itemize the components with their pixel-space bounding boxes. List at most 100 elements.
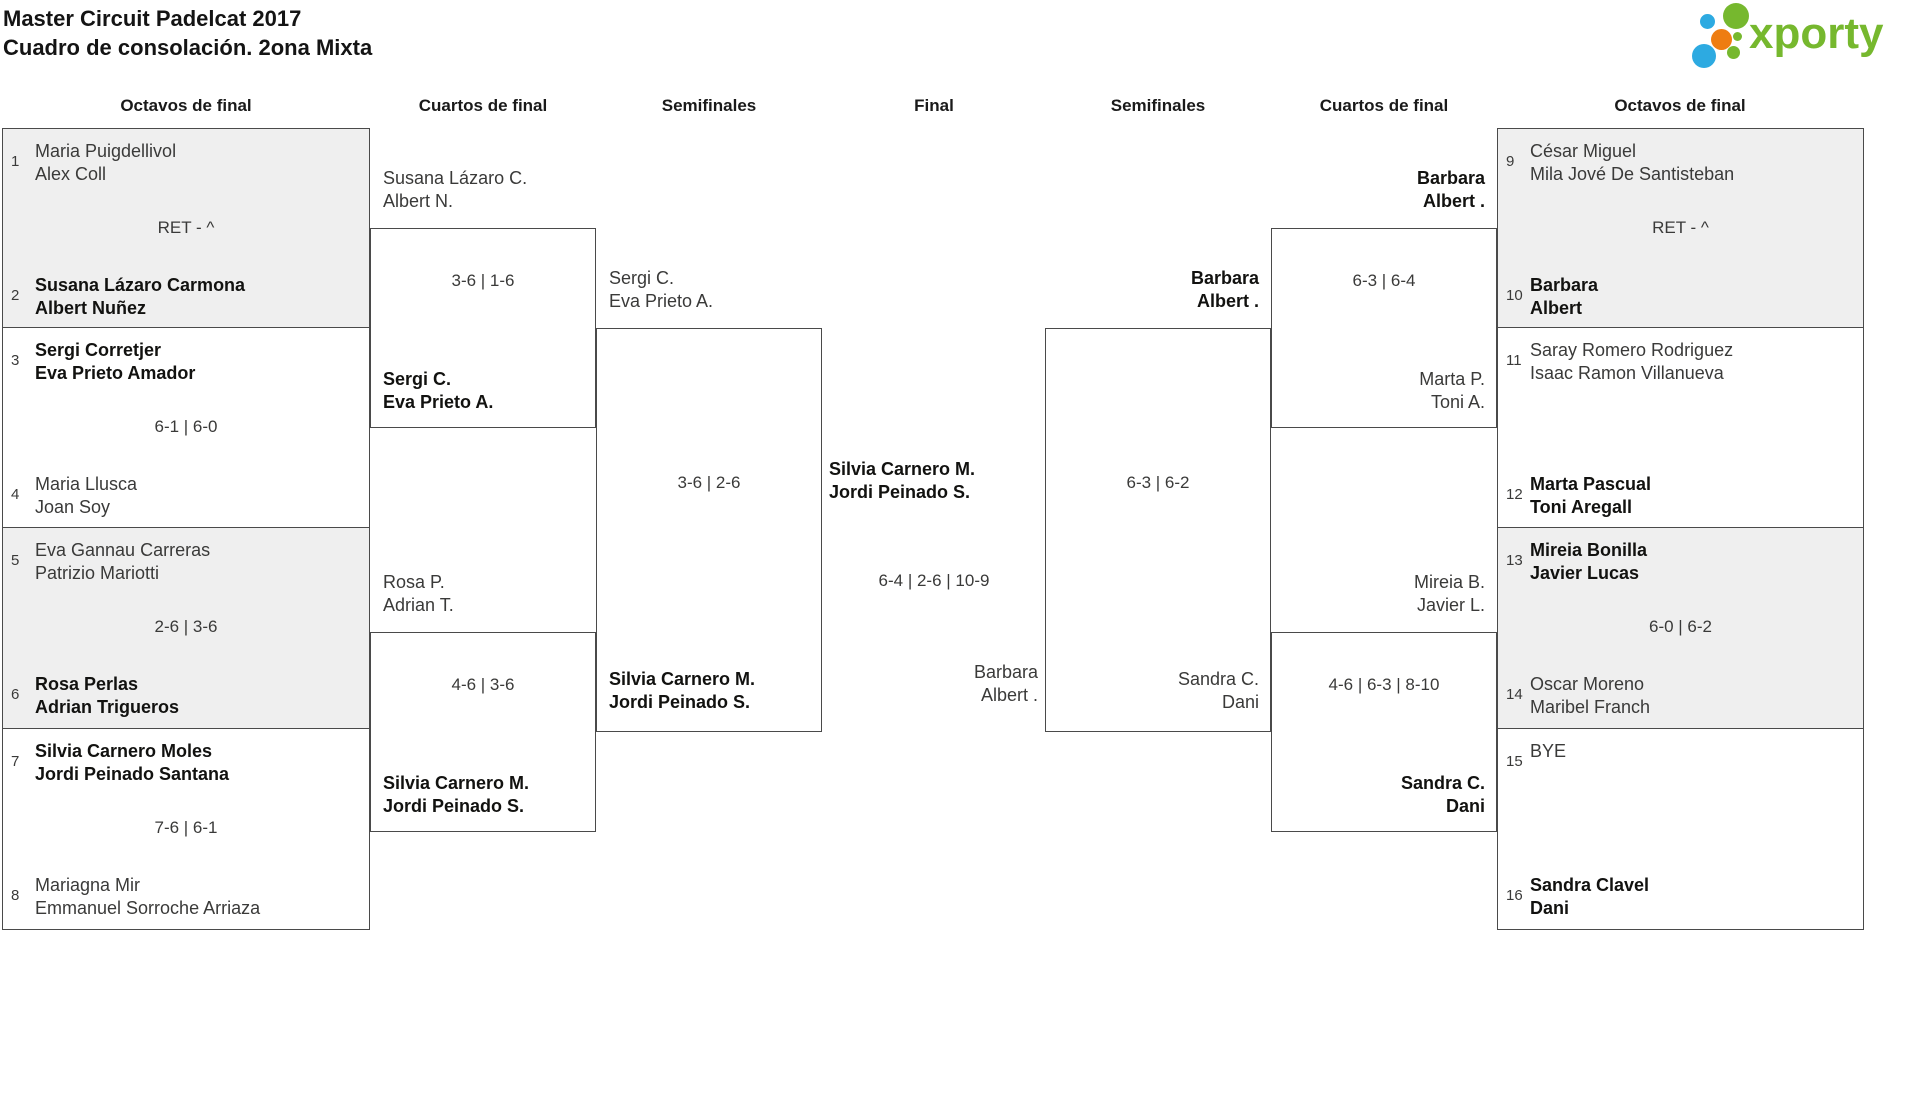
player-name: Joan Soy [35, 497, 111, 517]
player-name: Emmanuel Sorroche Arriaza [35, 898, 261, 918]
player-name: Jordi Peinado Santana [35, 764, 230, 784]
logo-dot-icon [1727, 46, 1740, 59]
team-pair: Sandra C. Dani [1401, 772, 1485, 818]
match-box-r16-right-3: 13 Mireia Bonilla Javier Lucas 6-0 | 6-2… [1497, 527, 1864, 729]
player-name: Toni A. [1430, 392, 1485, 412]
player-name: Marta Pascual [1530, 474, 1652, 494]
team-pair: Sandra C. Dani [1178, 668, 1259, 714]
team-pair: Sandra Clavel Dani [1530, 874, 1649, 920]
team-pair: Sergi C. Eva Prieto A. [383, 368, 493, 414]
player-name: Maria Llusca [35, 474, 138, 494]
team-pair: Marta P. Toni A. [1419, 368, 1485, 414]
match-box-r16-left-2: 3 Sergi Corretjer Eva Prieto Amador 6-1 … [2, 327, 370, 528]
seed-number: 5 [11, 552, 20, 569]
player-name: Barbara [1416, 168, 1485, 188]
match-box-r16-right-2: 11 Saray Romero Rodriguez Isaac Ramon Vi… [1497, 327, 1864, 528]
player-name: Maria Puigdellivol [35, 141, 177, 161]
logo-dot-icon [1733, 32, 1742, 41]
seed-number: 13 [1506, 552, 1523, 569]
match-score: 6-1 | 6-0 [154, 417, 218, 436]
team-pair: César Miguel Mila Jové De Santisteban [1530, 140, 1734, 186]
player-name: Eva Prieto Amador [35, 363, 196, 383]
player-name: Silvia Carnero M. [383, 773, 530, 793]
team-pair: Eva Gannau Carreras Patrizio Mariotti [35, 539, 210, 585]
player-name: Silvia Carnero Moles [35, 741, 213, 761]
player-name: Sergi Corretjer [35, 340, 162, 360]
player-name: Eva Prieto A. [383, 392, 494, 412]
team-pair: Sergi C. Eva Prieto A. [609, 267, 713, 313]
player-name: Susana Lázaro Carmona [35, 275, 246, 295]
match-score: 4-6 | 6-3 | 8-10 [1328, 675, 1440, 694]
match-score: 7-6 | 6-1 [154, 818, 218, 837]
match-box-r16-right-1: 9 César Miguel Mila Jové De Santisteban … [1497, 128, 1864, 328]
player-name: Saray Romero Rodriguez [1530, 340, 1734, 360]
team-pair: Susana Lázaro C. Albert N. [383, 167, 527, 213]
team-pair: Saray Romero Rodriguez Isaac Ramon Villa… [1530, 339, 1733, 385]
round-header-r16-right: Octavos de final [1614, 96, 1746, 115]
player-name: Jordi Peinado S. [609, 692, 751, 712]
player-name: Sergi C. [383, 369, 452, 389]
player-name: Albert . [1196, 291, 1259, 311]
round-header-sf-left: Semifinales [661, 96, 757, 115]
match-score: 6-3 | 6-4 [1352, 271, 1416, 290]
player-name: Jordi Peinado S. [829, 482, 971, 502]
match-score: RET - ^ [157, 218, 215, 237]
match-score: 2-6 | 3-6 [154, 617, 218, 636]
player-name: Adrian Trigueros [35, 697, 180, 717]
match-box-qf-right-1: Barbara Albert . 6-3 | 6-4 Marta P. Toni… [1271, 168, 1497, 428]
team-pair: Maria Puigdellivol Alex Coll [35, 140, 176, 186]
bracket-subtitle: Cuadro de consolación. 2ona Mixta [3, 35, 373, 60]
player-name: Barbara [1190, 268, 1259, 288]
player-name: Silvia Carnero M. [609, 669, 756, 689]
seed-number: 8 [11, 887, 20, 904]
final-winner-team: Silvia Carnero M. Jordi Peinado S. [829, 458, 975, 504]
seed-number: 9 [1506, 153, 1515, 170]
player-name: Albert [1530, 298, 1583, 318]
seed-number: 6 [11, 686, 20, 703]
seed-number: 11 [1506, 352, 1522, 369]
logo-dot-icon [1700, 14, 1715, 29]
logo-dot-icon [1711, 29, 1732, 50]
seed-number: 12 [1506, 486, 1523, 503]
player-name: Oscar Moreno [1530, 674, 1645, 694]
player-name: Sandra C. [1400, 773, 1485, 793]
player-name: Sergi C. [609, 268, 675, 288]
player-name: Mila Jové De Santisteban [1530, 164, 1735, 184]
logo-wordmark: xporty [1749, 9, 1884, 58]
match-score: 6-0 | 6-2 [1648, 617, 1712, 636]
player-name: Albert Nuñez [35, 298, 147, 318]
seed-number: 7 [11, 753, 20, 770]
seed-number: 2 [11, 287, 20, 304]
team-pair: Silvia Carnero M. Jordi Peinado S. [609, 668, 755, 714]
seed-number: 4 [11, 486, 20, 503]
player-name: Albert N. [383, 191, 454, 211]
team-pair: Sergi Corretjer Eva Prieto Amador [35, 339, 195, 385]
team-pair: Rosa Perlas Adrian Trigueros [35, 673, 179, 719]
player-name: Dani [1530, 898, 1570, 918]
final-runnerup-team: Barbara Albert . [822, 661, 1038, 707]
player-name: Marta P. [1419, 369, 1485, 389]
logo-dot-icon [1692, 44, 1716, 68]
match-score: 3-6 | 1-6 [451, 271, 515, 290]
player-name: Javier L. [1416, 595, 1485, 615]
player-name: Dani [1221, 692, 1259, 712]
player-name: Isaac Ramon Villanueva [1530, 363, 1724, 383]
player-name: Sandra C. [1177, 669, 1259, 689]
final-score: 6-4 | 2-6 | 10-9 [878, 571, 990, 590]
xporty-logo[interactable]: xporty [1685, 0, 1920, 70]
match-score: RET - ^ [1652, 218, 1709, 237]
team-pair: Susana Lázaro Carmona Albert Nuñez [35, 274, 245, 320]
team-pair: Oscar Moreno Maribel Franch [1530, 673, 1650, 719]
seed-number: 14 [1506, 686, 1523, 703]
player-name: Adrian T. [383, 595, 454, 615]
round-header-r16-left: Octavos de final [120, 96, 252, 115]
match-score: 6-3 | 6-2 [1126, 473, 1190, 492]
team-pair: Rosa P. Adrian T. [383, 571, 454, 617]
team-pair: BYE [1530, 740, 1566, 763]
team-pair: Maria Llusca Joan Soy [35, 473, 137, 519]
round-header-qf-left: Cuartos de final [418, 96, 548, 115]
player-name: BYE [1530, 741, 1567, 761]
match-box-qf-left-1: Susana Lázaro C. Albert N. 3-6 | 1-6 Ser… [370, 168, 596, 428]
player-name: Javier Lucas [1530, 563, 1640, 583]
